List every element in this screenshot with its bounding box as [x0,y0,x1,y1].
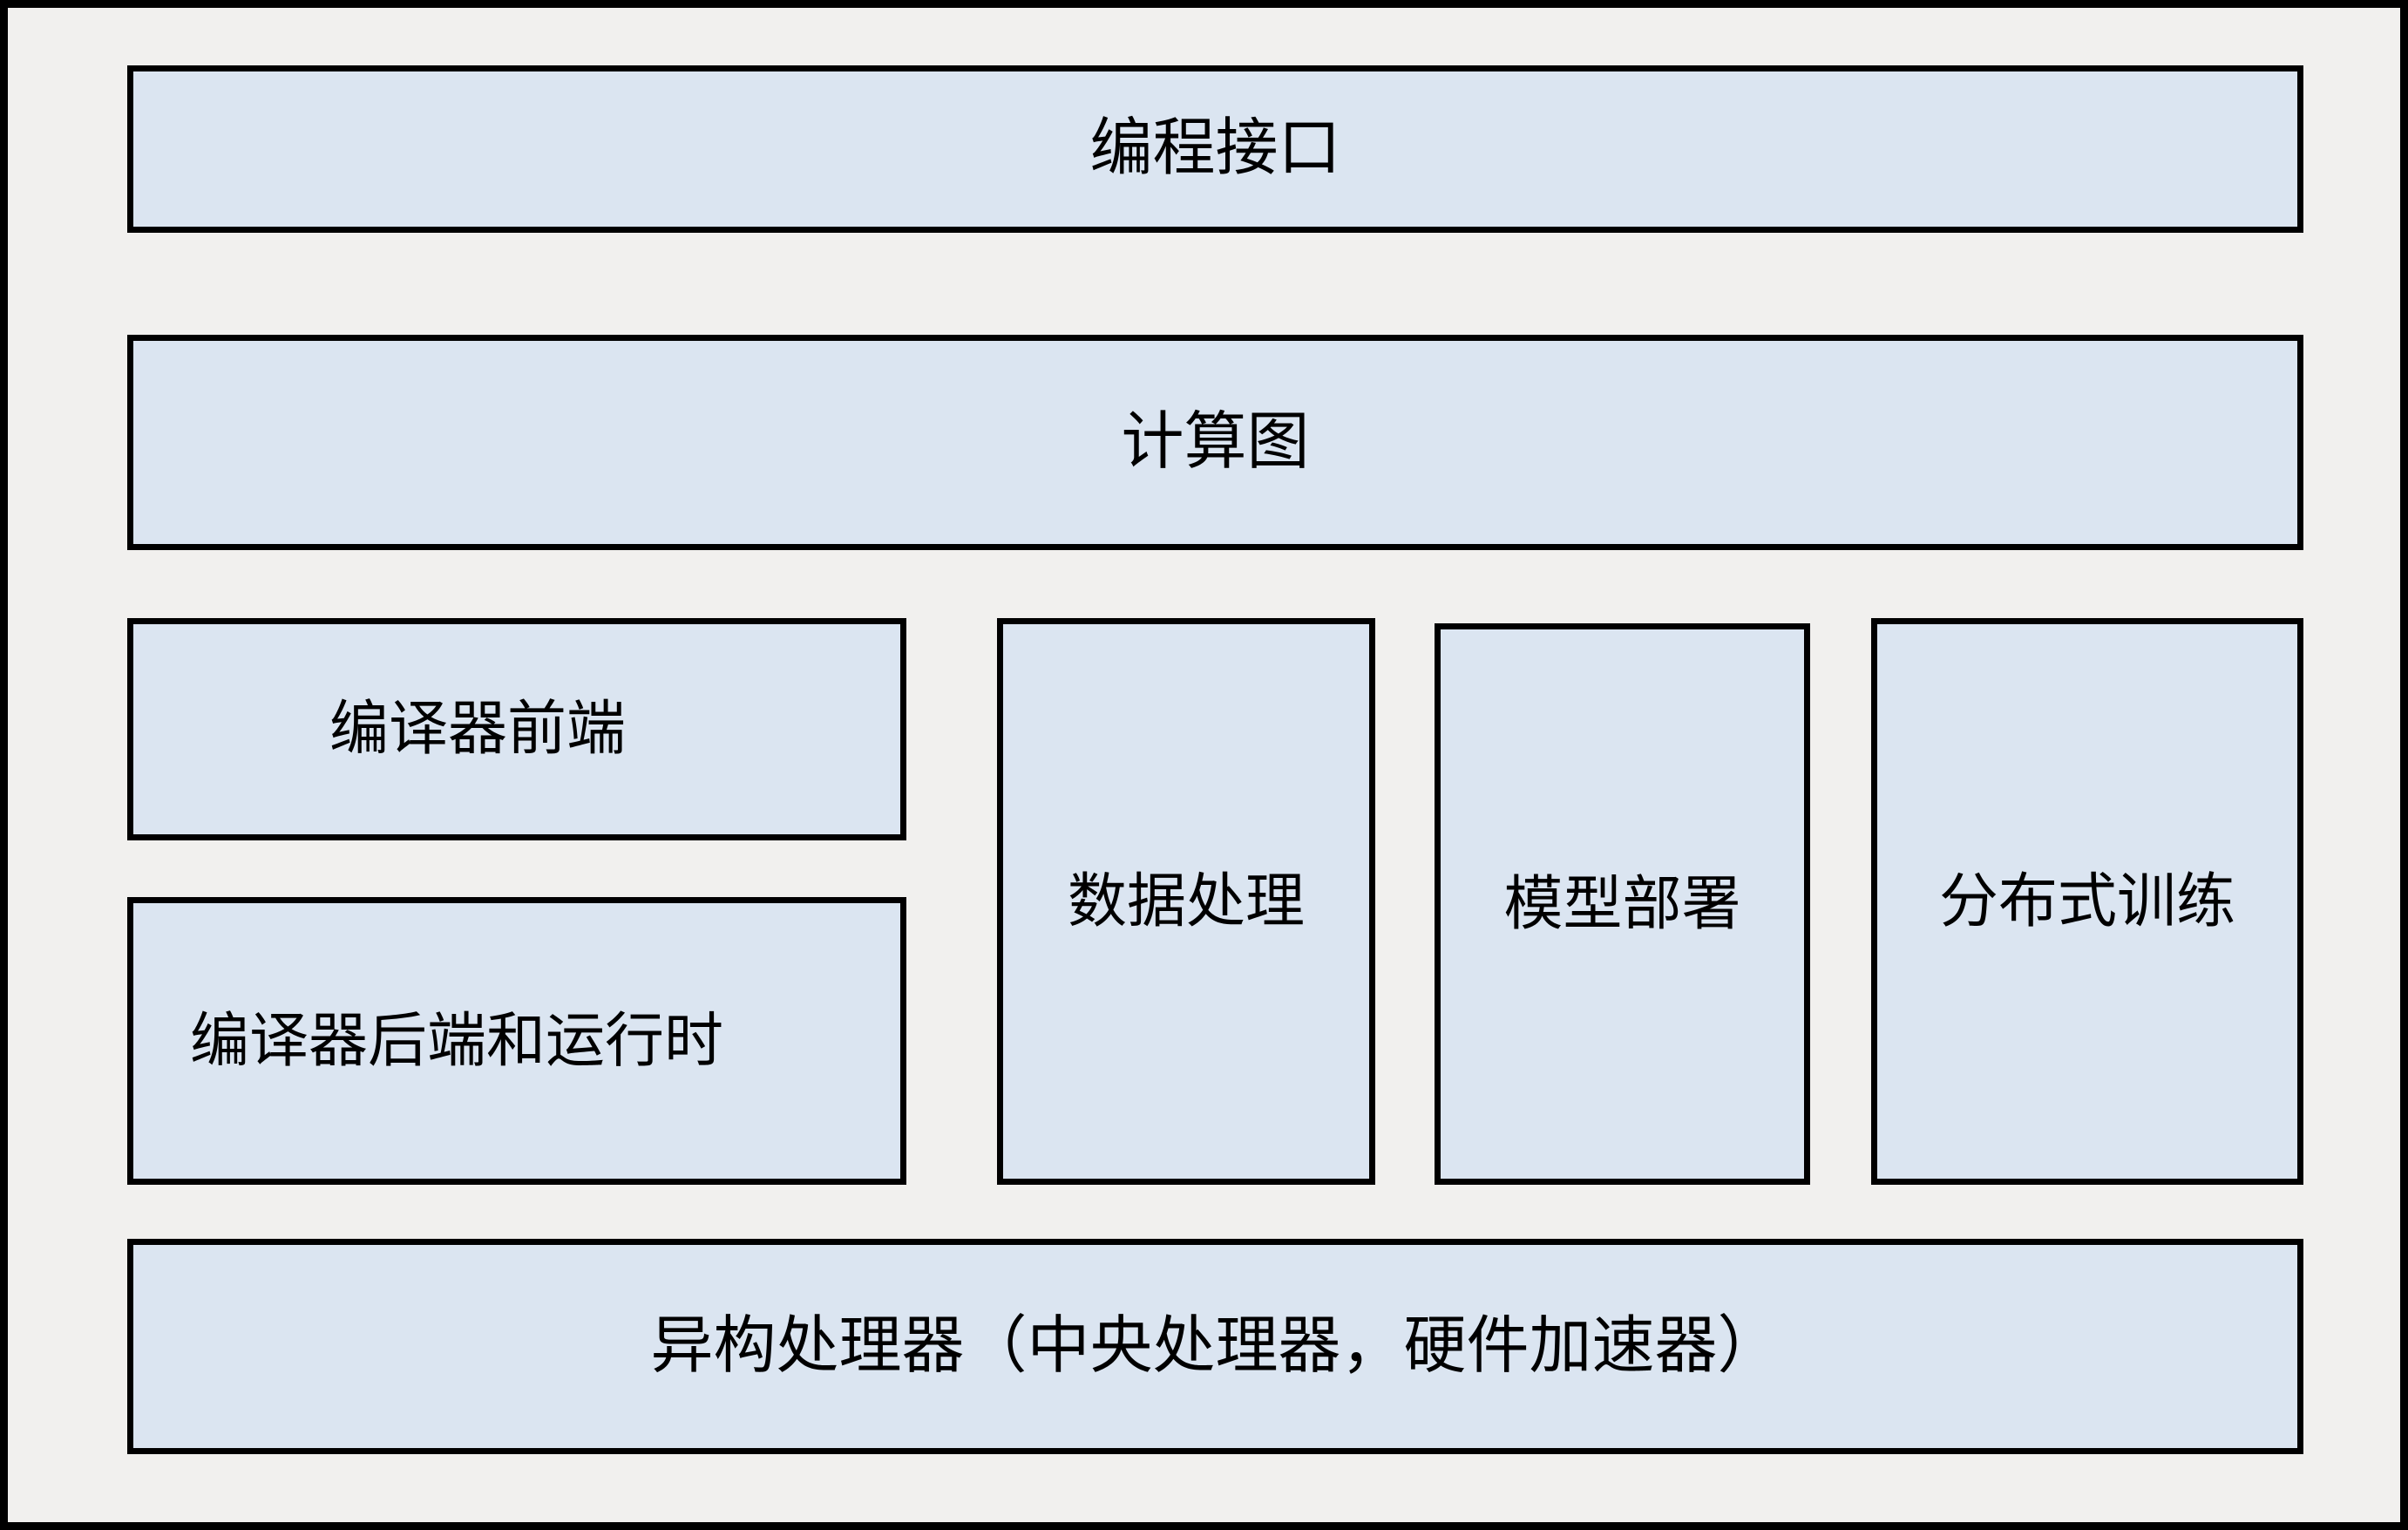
layer-box-heterogeneous-processors: 异构处理器（中央处理器，硬件加速器） [127,1239,2303,1454]
layer-label-compiler-frontend: 编译器前端 [329,696,627,763]
layer-box-distributed-training: 分布式训练 [1871,618,2303,1185]
layer-box-model-deployment: 模型部署 [1435,623,1810,1185]
layer-label-heterogeneous-processors: 异构处理器（中央处理器，硬件加速器） [650,1310,1781,1381]
layer-label-data-processing: 数据处理 [1067,867,1305,935]
layer-label-programming-interface: 编程接口 [1089,113,1341,184]
layer-box-data-processing: 数据处理 [997,618,1375,1185]
layer-label-model-deployment: 模型部署 [1503,870,1741,937]
layer-label-compiler-backend-runtime: 编译器后端和运行时 [190,1007,724,1074]
layer-box-programming-interface: 编程接口 [127,65,2303,233]
layer-box-compiler-frontend: 编译器前端 [127,618,906,840]
layer-box-compiler-backend-runtime: 编译器后端和运行时 [127,897,906,1185]
layer-box-computation-graph: 计算图 [127,335,2303,550]
layer-label-computation-graph: 计算图 [1121,406,1310,477]
layer-label-distributed-training: 分布式训练 [1938,867,2235,935]
